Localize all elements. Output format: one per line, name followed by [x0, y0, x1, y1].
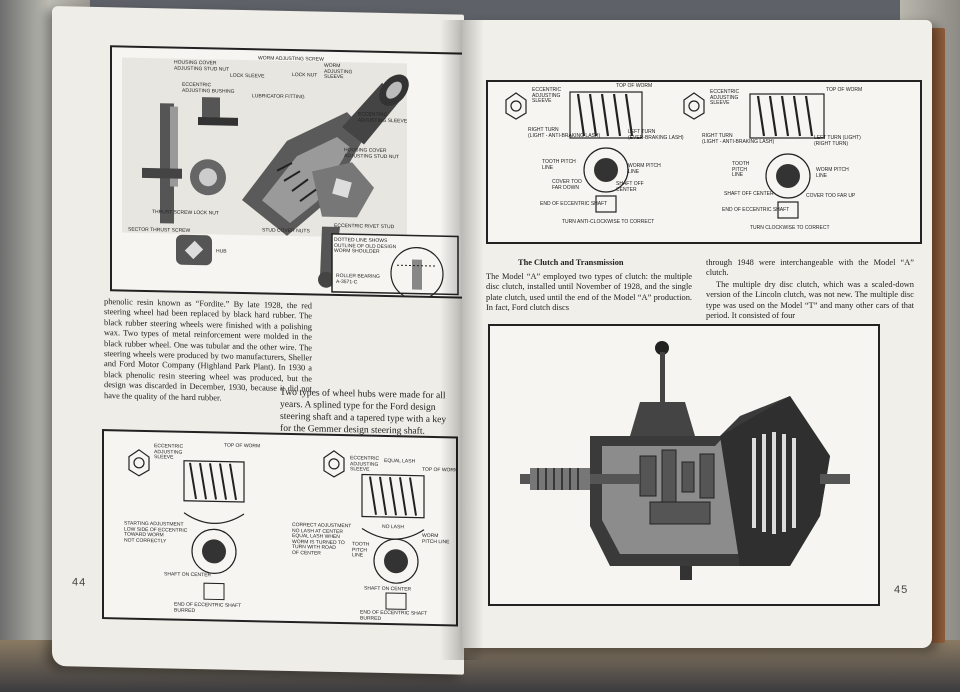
label-bottom-shaft-on-center-b: SHAFT ON CENTER	[364, 585, 412, 593]
label-right-worm-pitch-b: WORM PITCH LINE	[816, 167, 849, 179]
right-page-number: 45	[894, 584, 909, 596]
right-col2-text-a: through 1948 were interchangeable with t…	[706, 258, 914, 278]
left-page-number: 44	[72, 576, 87, 589]
worm-adjustment-diagrams	[505, 91, 825, 219]
label-hub: HUB	[216, 248, 227, 255]
label-worm-adjusting-sleeve: WORM ADJUSTING SLEEVE	[324, 62, 353, 81]
label-roller-bearing: ROLLER BEARING A-3571-C	[336, 272, 380, 285]
label-right-end-eccentric-b: END OF ECCENTRIC SHAFT	[722, 207, 790, 213]
adjustment-figure: ECCENTRIC ADJUSTING SLEEVE TOP OF WORM S…	[102, 429, 458, 627]
label-bottom-eccentric-sleeve-b: ECCENTRIC ADJUSTING SLEEVE	[350, 455, 380, 473]
transmission-cutaway	[520, 341, 850, 580]
label-bottom-end-eccentric-a: END OF ECCENTRIC SHAFT BURRED	[174, 601, 242, 614]
label-eccentric-adjusting-bushing: ECCENTRIC ADJUSTING BUSHING	[182, 81, 235, 95]
left-page: HOUSING COVER ADJUSTING STUD NUT ECCENTR…	[52, 6, 464, 675]
label-right-tooth-pitch-a: TOOTH PITCH LINE	[542, 159, 576, 171]
label-bottom-top-of-worm-a: TOP OF WORM	[224, 442, 261, 450]
label-dotted-line-shows: DOTTED LINE SHOWS OUTLINE OF OLD DESIGN …	[334, 236, 397, 255]
label-cover-too-far-up: COVER TOO FAR UP	[806, 193, 856, 199]
label-starting-adjustment: STARTING ADJUSTMENT LOW SIDE OF ECCENTRI…	[124, 520, 188, 544]
wheel-hub-caption: Two types of wheel hubs were made for al…	[280, 386, 447, 437]
label-right-shaft-off-center-a: SHAFT OFF CENTER	[616, 181, 644, 193]
label-right-top-of-worm-b: TOP OF WORM	[826, 87, 863, 93]
label-eccentric-adjusting-sleeve: ECCENTRIC ADJUSTING SLEEVE	[358, 111, 408, 124]
adjustment-diagrams	[128, 449, 425, 610]
right-col1-text: The Model “A” employed two types of clut…	[486, 272, 692, 313]
label-lock-sleeve: LOCK SLEEVE	[230, 72, 265, 80]
label-right-end-eccentric-a: END OF ECCENTRIC SHAFT	[540, 201, 608, 207]
steering-gear-illustration	[122, 57, 459, 297]
label-turn-anticlockwise: TURN ANTI-CLOCKWISE TO CORRECT	[562, 219, 655, 225]
label-right-turn: RIGHT TURN (LIGHT - ANTI-BRAKING LASH)	[528, 127, 601, 139]
right-col2-text-b: The multiple dry disc clutch, which was …	[706, 280, 914, 321]
label-housing-cover-stud-nut-top: HOUSING COVER ADJUSTING STUD NUT	[174, 59, 229, 73]
worm-adjustment-figure: ECCENTRIC ADJUSTING SLEEVE TOP OF WORM R…	[486, 80, 922, 244]
book-spine-shadow	[440, 20, 484, 660]
transmission-figure	[488, 324, 880, 606]
label-right-turn-b: RIGHT TURN (LIGHT - ANTI-BRAKING LASH)	[702, 133, 775, 145]
label-equal-lash: EQUAL LASH	[384, 457, 416, 465]
label-right-eccentric-sleeve-b: ECCENTRIC ADJUSTING SLEEVE	[710, 89, 740, 106]
label-right-top-of-worm-a: TOP OF WORM	[616, 83, 653, 89]
label-right-eccentric-sleeve-a: ECCENTRIC ADJUSTING SLEEVE	[532, 87, 562, 104]
label-correct-adjustment: CORRECT ADJUSTMENT NO LASH AT CENTER EQU…	[292, 522, 352, 557]
label-no-lash: NO LASH	[382, 523, 404, 531]
label-left-turn: LEFT TURN (EVER-BRAKING LASH)	[628, 129, 684, 141]
label-left-turn-b: LEFT TURN (LIGHT) (RIGHT TURN)	[814, 135, 861, 147]
label-right-worm-pitch-a: WORM PITCH LINE	[628, 163, 661, 175]
label-cover-too-far-down: COVER TOO FAR DOWN	[552, 179, 582, 191]
label-bottom-shaft-on-center-a: SHAFT ON CENTER	[164, 571, 212, 579]
right-page: ECCENTRIC ADJUSTING SLEEVE TOP OF WORM R…	[462, 20, 932, 648]
section-heading: The Clutch and Transmission	[518, 258, 624, 267]
label-housing-cover-stud-nut: HOUSING COVER ADJUSTING STUD NUT	[344, 147, 399, 160]
label-turn-clockwise: TURN CLOCKWISE TO CORRECT	[750, 225, 830, 231]
label-right-tooth-pitch-b: TOOTH PITCH LINE	[732, 161, 750, 178]
label-bottom-eccentric-sleeve-a: ECCENTRIC ADJUSTING SLEEVE	[154, 443, 184, 461]
label-right-shaft-off-center-b: SHAFT OFF CENTER	[724, 191, 774, 197]
label-stud-cover-nuts: STUD COVER NUTS	[262, 227, 310, 235]
label-lubricator-fitting: LUBRICATOR FITTING	[252, 93, 305, 101]
steering-gear-figure: HOUSING COVER ADJUSTING STUD NUT ECCENTR…	[110, 45, 464, 299]
label-bottom-tooth-pitch: TOOTH PITCH LINE	[352, 541, 370, 559]
label-lock-nut: LOCK NUT	[292, 72, 318, 79]
label-bottom-end-eccentric-b: END OF ECCENTRIC SHAFT BURRED	[360, 609, 428, 622]
